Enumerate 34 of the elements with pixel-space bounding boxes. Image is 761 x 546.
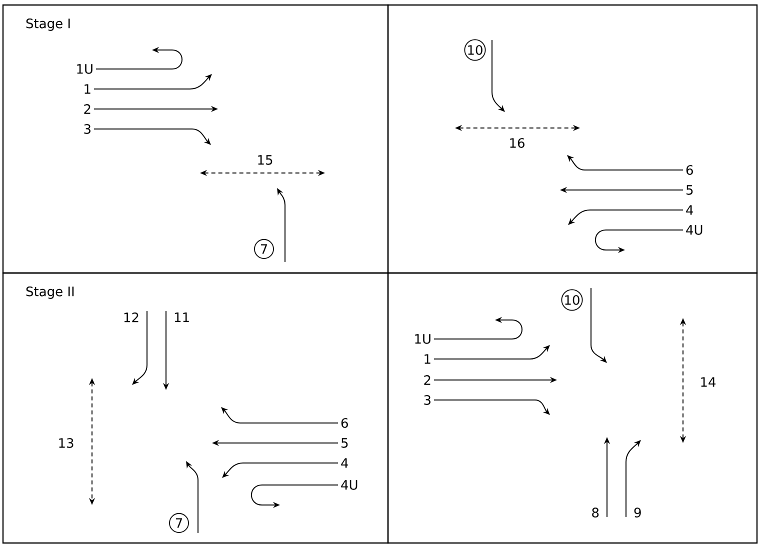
panel [2, 272, 389, 544]
crossing-number: 16 [510, 138, 524, 148]
movement-number: 1 [424, 354, 430, 364]
movement-number: 4 [341, 458, 348, 468]
panel [2, 4, 389, 274]
movement-number: 3 [424, 395, 430, 405]
movement-number: 3 [84, 124, 90, 134]
movement-number: 2 [84, 104, 90, 114]
movement-number: 11 [174, 312, 189, 322]
movement-number: 6 [341, 418, 348, 428]
movement-number: 5 [686, 185, 693, 195]
movement-number: 4 [686, 205, 694, 215]
panel [387, 272, 758, 544]
movement-number: 8 [592, 508, 599, 518]
circled-number: 10 [561, 289, 583, 311]
movement-number: 4U [686, 225, 702, 235]
circled-number: 10 [464, 39, 486, 61]
movement-number: 4U [341, 480, 358, 490]
movement-number: 1 [84, 84, 90, 94]
movement-number: 2 [424, 375, 430, 385]
circled-number: 7 [254, 239, 274, 259]
crossing-number: 14 [701, 377, 716, 387]
crossing-number: 15 [258, 155, 272, 165]
stage-title: Stage II [26, 286, 74, 299]
circled-number: 7 [169, 513, 189, 533]
movement-number: 6 [686, 165, 693, 175]
movement-number: 1U [415, 334, 430, 344]
movement-number: 12 [124, 312, 138, 322]
movement-number: 5 [342, 438, 348, 448]
panel [387, 4, 758, 274]
crossing-number: 13 [59, 438, 74, 448]
stage-title: Stage I [26, 18, 70, 31]
movement-number: 9 [634, 508, 641, 518]
movement-number: 1U [77, 64, 92, 74]
